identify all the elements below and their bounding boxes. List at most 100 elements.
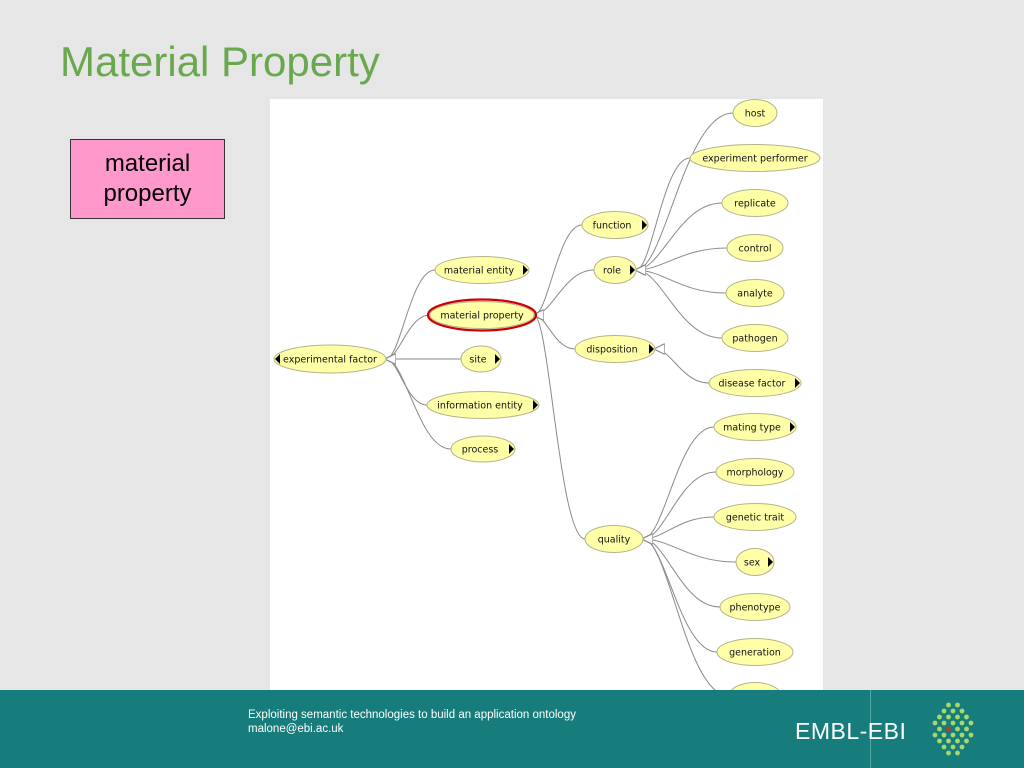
logo-dot bbox=[946, 738, 951, 744]
node-disposition-label: disposition bbox=[586, 345, 637, 356]
node-control-label: control bbox=[739, 244, 772, 255]
node-genetic-trait-shape bbox=[713, 503, 797, 531]
logo-dot bbox=[941, 720, 947, 726]
node-site[interactable]: site bbox=[460, 345, 502, 373]
edge-function-to-material-property bbox=[534, 224, 583, 315]
node-role-expand-right-icon[interactable] bbox=[630, 265, 635, 275]
edge-pathogen-to-role bbox=[636, 270, 723, 339]
node-material-entity[interactable]: material entity bbox=[434, 256, 530, 284]
logo-dot bbox=[946, 702, 951, 708]
node-replicate-label: replicate bbox=[734, 199, 776, 210]
node-sex[interactable]: sex bbox=[735, 548, 775, 576]
logo-dot bbox=[941, 708, 947, 714]
term-box: material property bbox=[70, 139, 225, 219]
node-generation-label: generation bbox=[729, 648, 781, 659]
node-disease-factor-label: disease factor bbox=[719, 379, 786, 390]
graph-edges bbox=[386, 112, 737, 697]
node-pathogen-label: pathogen bbox=[732, 334, 777, 345]
node-experiment-performer[interactable]: experiment performer bbox=[689, 144, 821, 172]
edge-process-to-experimental-factor bbox=[386, 359, 452, 450]
node-information-entity-shape bbox=[426, 391, 540, 419]
term-box-label: material property bbox=[93, 149, 203, 209]
node-experiment-performer-shape bbox=[689, 144, 821, 172]
node-material-entity-expand-right-icon[interactable] bbox=[523, 265, 528, 275]
node-control[interactable]: control bbox=[726, 234, 784, 262]
node-pathogen-shape bbox=[721, 324, 789, 352]
edge-generation-to-quality bbox=[643, 539, 718, 653]
node-information-entity[interactable]: information entity bbox=[426, 391, 540, 419]
node-disposition-expand-right-icon[interactable] bbox=[649, 344, 654, 354]
node-experimental-factor[interactable]: experimental factor bbox=[273, 344, 387, 374]
node-function-expand-right-icon[interactable] bbox=[642, 220, 647, 230]
node-process[interactable]: process bbox=[450, 435, 516, 463]
node-analyte[interactable]: analyte bbox=[725, 279, 785, 307]
edge-ploidy-to-quality bbox=[643, 539, 730, 697]
node-pathogen[interactable]: pathogen bbox=[721, 324, 789, 352]
node-sex-label: sex bbox=[744, 558, 761, 569]
node-site-expand-right-icon[interactable] bbox=[495, 354, 500, 364]
node-phenotype-shape bbox=[719, 593, 791, 621]
node-material-entity-label: material entity bbox=[444, 266, 515, 277]
logo-dot bbox=[932, 732, 938, 738]
node-genetic-trait-label: genetic trait bbox=[726, 513, 784, 524]
node-material-property[interactable]: material property bbox=[426, 298, 538, 332]
node-disease-factor-shape bbox=[708, 369, 802, 397]
edge-disease-factor-to-disposition bbox=[655, 349, 710, 384]
logo-dot bbox=[955, 726, 960, 732]
logo-dot bbox=[955, 750, 960, 756]
node-mating-type-expand-right-icon[interactable] bbox=[790, 422, 795, 432]
logo-dot bbox=[968, 732, 974, 738]
node-phenotype-label: phenotype bbox=[730, 603, 781, 614]
node-disposition[interactable]: disposition bbox=[574, 335, 656, 363]
logo-dot bbox=[946, 726, 951, 732]
node-function[interactable]: function bbox=[581, 211, 649, 239]
graph-nodes: experimental factor material entity materi… bbox=[273, 99, 821, 710]
node-material-property-shape bbox=[429, 301, 535, 329]
logo-dot bbox=[955, 702, 960, 708]
node-material-entity-shape bbox=[434, 256, 530, 284]
node-disease-factor-expand-right-icon[interactable] bbox=[795, 378, 800, 388]
node-host-label: host bbox=[745, 109, 766, 120]
edge-information-entity-to-experimental-factor bbox=[386, 359, 428, 406]
logo-dot bbox=[937, 726, 942, 732]
ontology-graph-panel: experimental factor material entity materi… bbox=[270, 99, 823, 713]
node-morphology-shape bbox=[715, 458, 795, 486]
edge-host-to-role bbox=[636, 112, 734, 270]
term-box-line-2: property bbox=[103, 180, 192, 207]
node-role[interactable]: role bbox=[593, 256, 637, 284]
node-experimental-factor-expand-left-icon[interactable] bbox=[275, 354, 280, 364]
node-generation[interactable]: generation bbox=[716, 638, 794, 666]
node-function-label: function bbox=[593, 221, 632, 232]
embl-ebi-logo-icon bbox=[932, 702, 974, 756]
node-host[interactable]: host bbox=[732, 99, 778, 127]
node-information-entity-expand-right-icon[interactable] bbox=[533, 400, 538, 410]
term-box-line-1: material bbox=[104, 150, 191, 177]
node-disease-factor[interactable]: disease factor bbox=[708, 369, 802, 397]
brand-name: EMBL-EBI bbox=[795, 718, 907, 744]
node-quality[interactable]: quality bbox=[584, 525, 644, 553]
logo-dot bbox=[964, 738, 969, 744]
node-analyte-shape bbox=[725, 279, 785, 307]
node-sex-expand-right-icon[interactable] bbox=[768, 557, 773, 567]
footer-email[interactable]: malone@ebi.ac.uk bbox=[248, 723, 344, 735]
node-experiment-performer-label: experiment performer bbox=[702, 154, 807, 165]
node-process-expand-right-icon[interactable] bbox=[509, 444, 514, 454]
footer-text: Exploiting semantic technologies to buil… bbox=[248, 708, 576, 736]
node-phenotype[interactable]: phenotype bbox=[719, 593, 791, 621]
node-mating-type[interactable]: mating type bbox=[713, 413, 797, 441]
logo-dot bbox=[941, 732, 947, 738]
logo-dot bbox=[959, 720, 965, 726]
logo-dot bbox=[955, 714, 960, 720]
node-replicate[interactable]: replicate bbox=[721, 189, 789, 217]
node-mating-type-label: mating type bbox=[723, 423, 781, 434]
node-genetic-trait[interactable]: genetic trait bbox=[713, 503, 797, 531]
node-site-label: site bbox=[469, 355, 486, 366]
logo-dot bbox=[937, 738, 942, 744]
edge-role-to-material-property bbox=[534, 269, 595, 315]
node-information-entity-label: information entity bbox=[437, 401, 523, 412]
node-morphology[interactable]: morphology bbox=[715, 458, 795, 486]
edge-quality-to-material-property bbox=[534, 315, 586, 540]
logo-dot bbox=[964, 726, 969, 732]
logo-dot bbox=[959, 732, 965, 738]
ontology-graph: experimental factor material entity materi… bbox=[273, 99, 821, 710]
